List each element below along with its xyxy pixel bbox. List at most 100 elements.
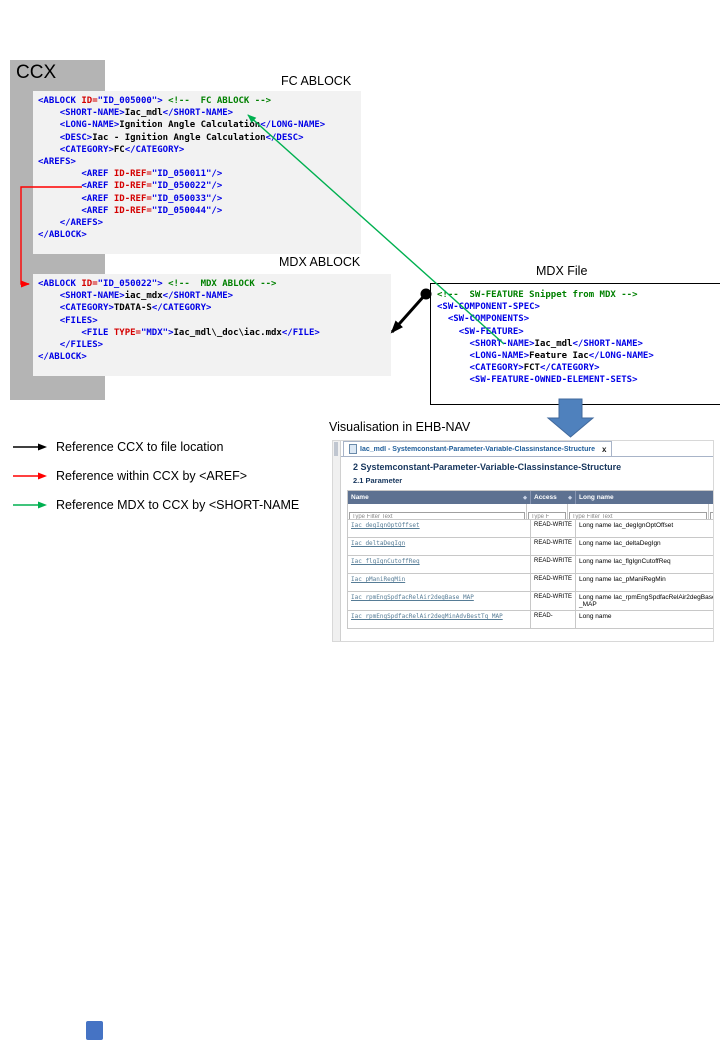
param-name-link[interactable]: Iac_pManiRegMin [348, 574, 531, 591]
table-row: Iac_rpmEngSpdfacRelAir2degMinAdvBestTq_M… [348, 611, 713, 629]
code-line: <ABLOCK ID="ID_005000"> <!-- FC ABLOCK -… [38, 96, 272, 106]
code-line: <SW-COMPONENTS> [447, 314, 530, 325]
code-line: <LONG-NAME>Ignition Angle Calculation</L… [59, 120, 326, 131]
code-line: <LONG-NAME>Feature Iac</LONG-NAME> [469, 351, 654, 362]
param-long-name: Long name Iac_degIgnOptOffset [576, 520, 713, 537]
code-line: <AREF ID-REF="ID_050033"/> [81, 193, 223, 204]
code-line: <AREF ID-REF="ID_050011"/> [81, 169, 223, 180]
legend-item: Reference CCX to file location [12, 440, 299, 454]
filter-input-name[interactable] [349, 511, 525, 519]
param-access: READ- [531, 611, 576, 628]
code-line: <SHORT-NAME>Iac_mdl</SHORT-NAME> [59, 108, 234, 119]
param-long-name: Long name Iac_deltaDegIgn [576, 538, 713, 555]
column-header-longname[interactable]: Long name ◆ [576, 491, 713, 504]
file-reference-arrow [390, 295, 426, 334]
code-line: <AREFS> [38, 157, 76, 168]
sort-icon[interactable]: ◆ [568, 494, 572, 501]
param-access: READ-WRITE [531, 556, 576, 573]
param-name-link[interactable]: Iac_degIgnOptOffset [348, 520, 531, 537]
param-access: READ-WRITE [531, 520, 576, 537]
table-header-row: Name ◆ Access ◆ Long name ◆ Mo [348, 491, 713, 504]
code-line: <SW-FEATURE> [458, 326, 524, 337]
code-line: <FILES> [59, 315, 98, 326]
mdx-file-title: MDX File [536, 264, 588, 278]
ccx-label: CCX [16, 62, 57, 83]
scrollbar-thumb[interactable] [334, 442, 338, 456]
ehbnav-screenshot: Iac_mdl - Systemconstant-Parameter-Varia… [332, 440, 714, 642]
section-heading: 2 Systemconstant-Parameter-Variable-Clas… [353, 462, 622, 472]
ehbnav-content: Iac_mdl - Systemconstant-Parameter-Varia… [341, 441, 713, 641]
code-line: <CATEGORY>FC</CATEGORY> [59, 144, 185, 155]
param-long-name: Long name [576, 611, 713, 628]
legend-arrow-icon [13, 443, 47, 451]
legend-label: Reference MDX to CCX by <SHORT-NAME [56, 498, 300, 512]
sort-icon[interactable]: ◆ [523, 494, 527, 501]
param-long-name: Long name Iac_rpmEngSpdfacRelAir2degBase… [576, 592, 713, 610]
parameter-table: Name ◆ Access ◆ Long name ◆ Mo [347, 490, 713, 629]
filter-cell [527, 504, 568, 519]
legend-arrow-icon [13, 501, 47, 509]
filter-cell [709, 504, 713, 519]
code-line: <SW-FEATURE-OWNED-ELEMENT-SETS> [469, 375, 638, 386]
code-line: <CATEGORY>TDATA-S</CATEGORY> [59, 303, 212, 314]
legend-item: Reference MDX to CCX by <SHORT-NAME [12, 498, 300, 512]
ehbnav-caption: Visualisation in EHB-NAV [329, 420, 471, 434]
column-label: Name [351, 494, 369, 501]
code-line: <!-- SW-FEATURE Snippet from MDX --> [437, 290, 638, 300]
param-name-link[interactable]: Iac_rpmEngSpdfacRelAir2degMinAdvBestTq_M… [348, 611, 531, 628]
code-line: <AREF ID-REF="ID_050044"/> [81, 205, 223, 216]
legend-arrow-icon [13, 472, 47, 480]
table-filter-row [348, 504, 713, 520]
code-line: <ABLOCK ID="ID_050022"> <!-- MDX ABLOCK … [38, 279, 277, 289]
param-name-link[interactable]: Iac_rpmEngSpdfacRelAir2degBase_MAP [348, 592, 531, 610]
column-header-name[interactable]: Name ◆ [348, 491, 531, 504]
param-access: READ-WRITE [531, 592, 576, 610]
tab-iac-mdl[interactable]: Iac_mdl - Systemconstant-Parameter-Varia… [343, 441, 613, 456]
left-scrollbar[interactable] [333, 441, 341, 641]
code-line: <CATEGORY>FCT</CATEGORY> [469, 363, 600, 374]
column-label: Long name [579, 494, 614, 501]
mdx-ablock-code: <ABLOCK ID="ID_050022"> <!-- MDX ABLOCK … [33, 274, 391, 376]
code-line: <SHORT-NAME>Iac_mdl</SHORT-NAME> [469, 338, 643, 349]
mdx-file-code: <!-- SW-FEATURE Snippet from MDX --> <SW-… [430, 283, 720, 405]
code-line: <FILE TYPE="MDX">Iac_mdl\_doc\iac.mdx</F… [81, 327, 320, 338]
code-line: </FILES> [59, 340, 104, 351]
code-line: </AREFS> [59, 218, 104, 229]
code-line: </ABLOCK> [38, 230, 87, 241]
legend-label: Reference within CCX by <AREF> [56, 469, 248, 483]
code-line: <SW-COMPONENT-SPEC> [437, 302, 540, 313]
mdx-ablock-title: MDX ABLOCK [279, 255, 361, 269]
blue-fragment [86, 1021, 103, 1040]
code-line: <AREF ID-REF="ID_050022"/> [81, 181, 223, 192]
param-long-name: Long name Iac_flgIgnCutoffReq [576, 556, 713, 573]
param-access: READ-WRITE [531, 538, 576, 555]
filter-cell [348, 504, 527, 519]
tab-label: Iac_mdl - Systemconstant-Parameter-Varia… [360, 445, 595, 453]
param-name-link[interactable]: Iac_deltaDegIgn [348, 538, 531, 555]
filter-input-access[interactable] [528, 511, 566, 519]
legend-item: Reference within CCX by <AREF> [12, 469, 299, 483]
tab-bar: Iac_mdl - Systemconstant-Parameter-Varia… [341, 441, 713, 457]
tab-close-icon[interactable]: x [601, 444, 607, 454]
param-access: READ-WRITE [531, 574, 576, 591]
fc-ablock-code: <ABLOCK ID="ID_005000"> <!-- FC ABLOCK -… [33, 91, 361, 254]
column-header-access[interactable]: Access ◆ [531, 491, 576, 504]
filter-input-module[interactable] [710, 511, 713, 519]
filter-input-longname[interactable] [569, 511, 707, 519]
column-label: Access [534, 494, 557, 501]
code-line: </ABLOCK> [38, 352, 87, 363]
filter-cell [568, 504, 709, 519]
param-long-name: Long name Iac_pManiRegMin [576, 574, 713, 591]
fc-ablock-title: FC ABLOCK [281, 74, 352, 88]
subsection-heading: 2.1 Parameter [353, 476, 403, 485]
document-icon [349, 444, 357, 454]
code-line: <DESC>Iac - Ignition Angle Calculation</… [59, 132, 304, 143]
param-name-link[interactable]: Iac_flgIgnCutoffReq [348, 556, 531, 573]
